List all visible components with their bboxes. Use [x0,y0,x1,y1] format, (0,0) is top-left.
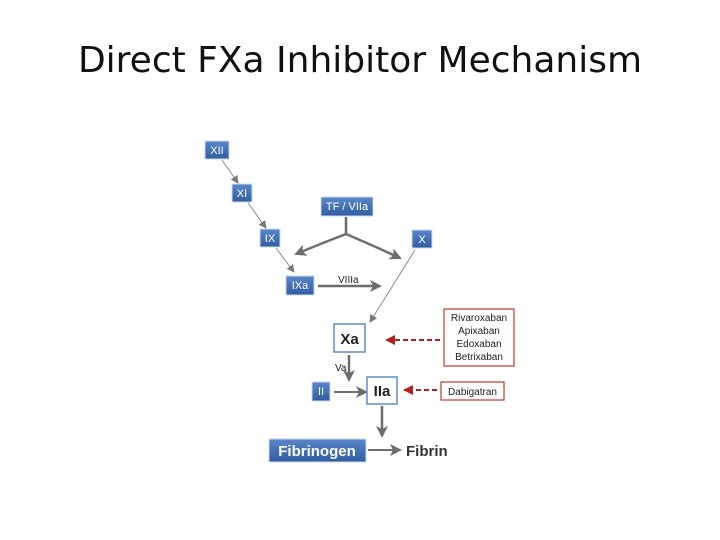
fibrinogen-label: Fibrinogen [278,443,356,460]
arrow-xii-to-xi [221,159,239,184]
factor-iia-node: IIa [366,376,398,405]
factor-ix-label: IX [265,233,276,245]
factor-ii-label: II [318,386,324,398]
factor-ix-node: IX [259,228,281,248]
factor-tf-viia-label: TF / VIIa [326,201,369,213]
factor-iia-label: IIa [374,383,391,400]
xa-inhibitor-4: Betrixaban [455,352,503,363]
factor-xa-label: Xa [340,331,359,348]
iia-inhibitor-box: Dabigatran [440,381,505,401]
factor-ixa-label: IXa [292,280,309,292]
fibrin-label: Fibrin [406,443,448,460]
factor-ixa-node: IXa [285,275,315,296]
factor-x-label: X [418,234,426,246]
arrow-ix-to-ixa [275,247,295,273]
factor-xa-node: Xa [333,323,366,353]
fibrinogen-node: Fibrinogen [268,438,367,463]
factor-viiia-label: VIIIa [338,275,359,286]
factor-xi-label: XI [237,188,247,200]
arrow-xi-to-ix [247,202,267,229]
factor-xii-node: XII [204,140,230,160]
arrow-tf-to-x [345,232,402,260]
xa-inhibitor-3: Edoxaban [456,339,501,350]
arrow-x-to-xa [369,249,416,323]
factor-ii-node: II [311,381,331,402]
xa-inhibitor-1: Rivaroxaban [451,313,507,324]
xa-inhibitor-box: Rivaroxaban Apixaban Edoxaban Betrixaban [443,308,515,367]
factor-xi-node: XI [231,183,253,203]
slide-title: Direct FXa Inhibitor Mechanism [77,40,643,81]
factor-va-label: Va [335,363,347,374]
factor-tf-viia-node: TF / VIIa [320,196,374,217]
factor-x-node: X [411,229,433,249]
arrow-tf-to-ix [294,232,347,256]
factor-xii-label: XII [210,145,223,157]
iia-inhibitor-1: Dabigatran [448,387,497,398]
xa-inhibitor-2: Apixaban [458,326,500,337]
